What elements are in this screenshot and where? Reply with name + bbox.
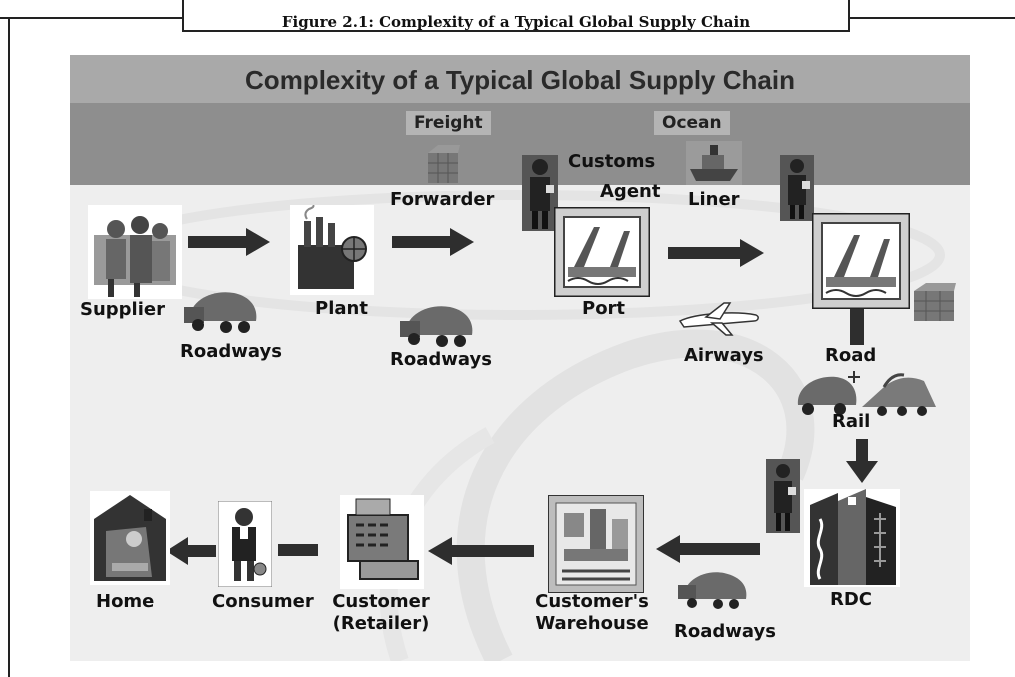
home-label: Home [96, 591, 155, 612]
cargo-boxes-icon [914, 283, 956, 321]
title-strip [70, 55, 970, 103]
arrow-warehouse-to-customer [428, 537, 534, 565]
diagram-heading: Complexity of a Typical Global Supply Ch… [245, 65, 795, 95]
arrow-port-to-destination-port [668, 239, 764, 267]
customs-label: Customs [568, 151, 656, 172]
rdc-label: RDC [830, 589, 873, 610]
arrow-rdc-to-warehouse [656, 535, 760, 563]
roadways-truck-icon [184, 292, 257, 333]
customers-warehouse-label-2: Warehouse [535, 613, 649, 634]
airplane-icon [678, 302, 759, 336]
customs-officer-icon [766, 459, 800, 533]
liner-label: Liner [688, 189, 740, 210]
arrow-consumer-to-home [166, 537, 216, 565]
agent-label: Agent [600, 181, 661, 202]
warehouse-icon [548, 495, 644, 593]
frame-top-left [0, 17, 183, 19]
arrow-rail-to-rdc [846, 439, 878, 483]
customers-warehouse-label-1: Customer's [535, 591, 649, 612]
retailer-label: (Retailer) [332, 613, 430, 634]
arrow-supplier-to-plant [188, 228, 270, 256]
ocean-tag: Ocean [654, 111, 730, 135]
freight-boxes-icon [428, 145, 460, 183]
road-label: Road [825, 345, 877, 366]
cash-register-icon [340, 495, 424, 589]
rail-label: Rail [832, 411, 871, 432]
arrow-plant-to-port [392, 228, 474, 256]
road-rail-vehicles-icon [797, 371, 936, 416]
rdc-building-icon [804, 489, 900, 587]
roadways-truck-icon [678, 572, 747, 609]
supplier-label: Supplier [80, 299, 165, 320]
frame-left [8, 17, 10, 677]
plant-label: Plant [315, 298, 368, 319]
ocean-liner-ship-icon [686, 141, 742, 185]
connector-port-to-road [850, 309, 864, 345]
forwarder-label: Forwarder [390, 189, 495, 210]
roadways-truck-icon [400, 306, 473, 347]
roadways-label-2: Roadways [390, 349, 492, 370]
port-harbor-icon [554, 207, 650, 297]
customer-label: Customer [332, 591, 430, 612]
diagram-panel: Complexity of a Typical Global Supply Ch… [70, 55, 970, 661]
figure-caption: Figure 2.1: Complexity of a Typical Glob… [182, 0, 850, 32]
destination-port-icon [812, 213, 910, 309]
home-house-icon [90, 491, 170, 585]
customs-officer-icon [780, 155, 814, 221]
supplier-workers-icon [88, 205, 182, 299]
consumer-label: Consumer [212, 591, 314, 612]
port-label: Port [582, 298, 626, 319]
airways-label: Airways [684, 345, 764, 366]
roadways-label-1: Roadways [180, 341, 282, 362]
frame-top-right [849, 17, 1015, 19]
freight-tag: Freight [406, 111, 491, 135]
customs-officer-icon [522, 155, 558, 231]
plant-factory-icon [290, 205, 374, 295]
connector-customer-to-consumer [278, 544, 318, 556]
roadways-label-3: Roadways [674, 621, 776, 642]
consumer-person-icon [218, 501, 272, 587]
